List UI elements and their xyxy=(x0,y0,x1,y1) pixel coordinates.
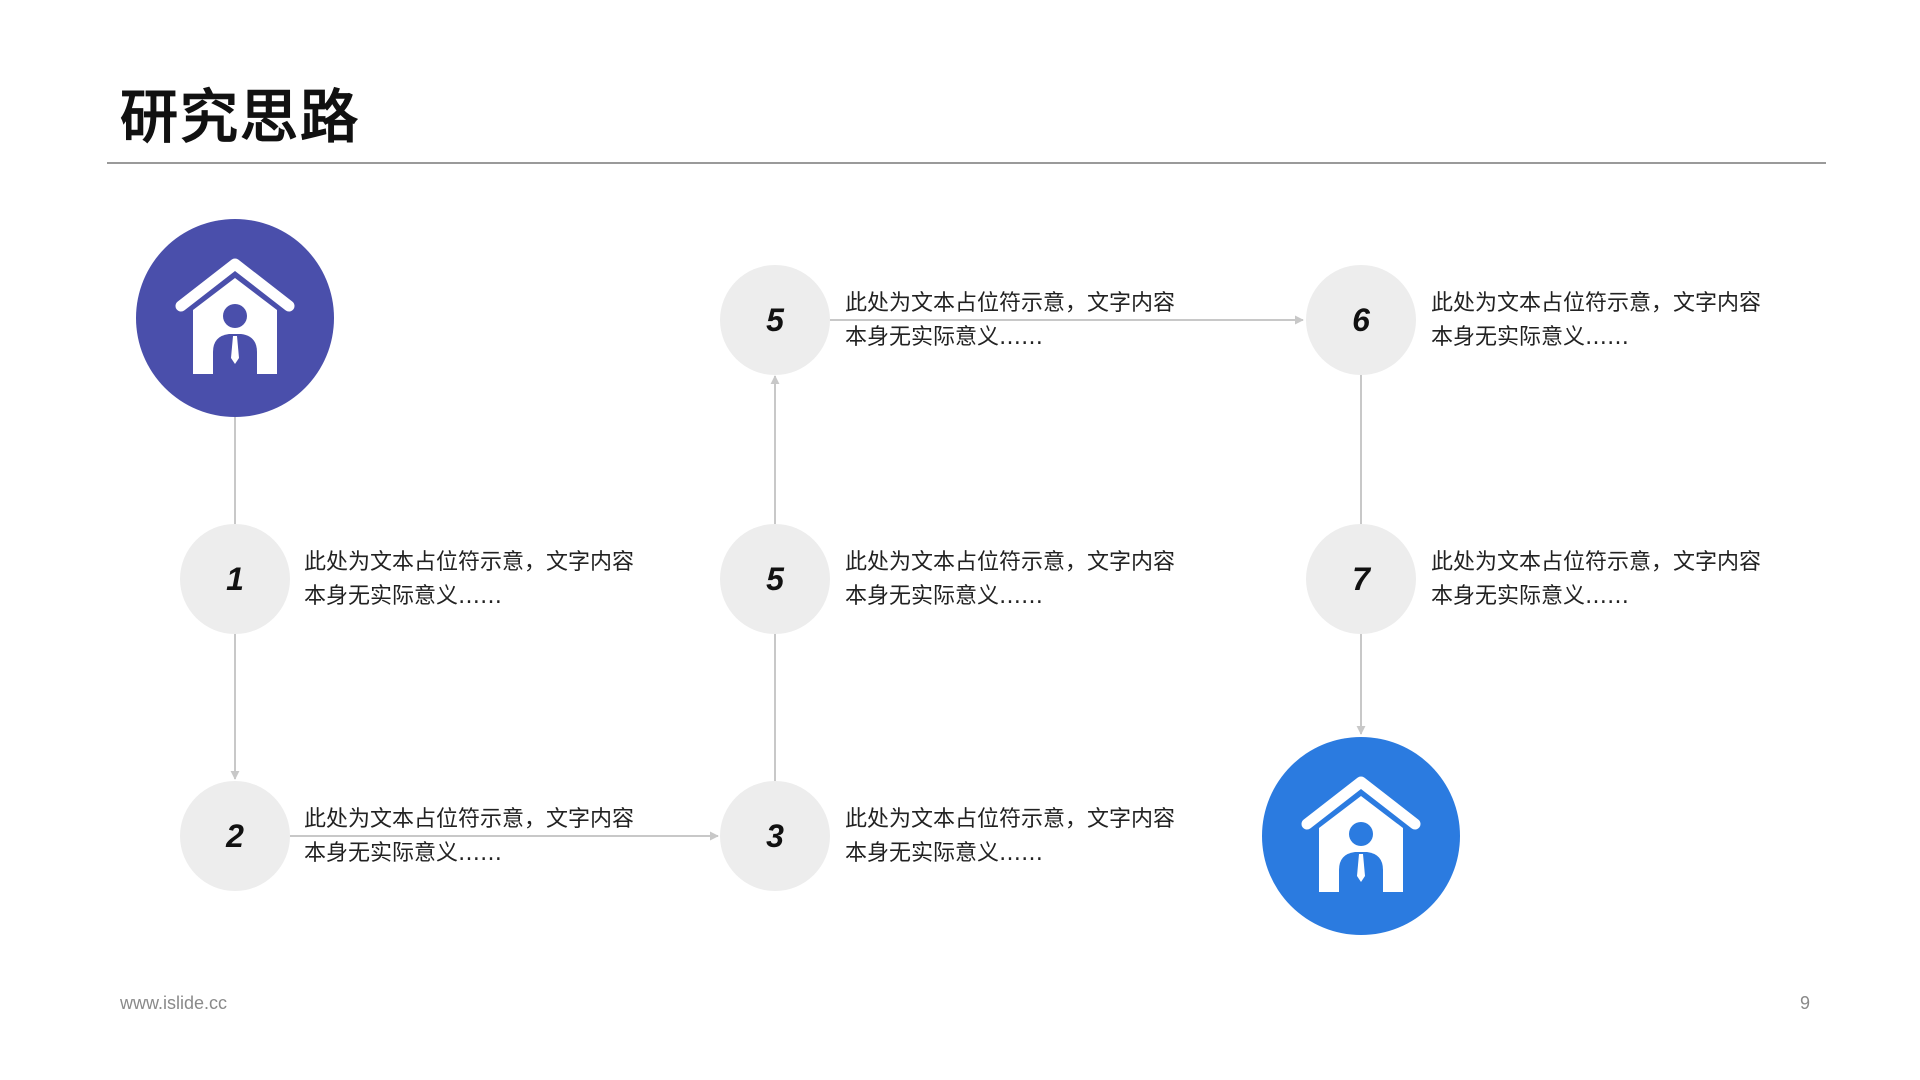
house-person-icon xyxy=(175,258,295,374)
step-5-top-text: 此处为文本占位符示意，文字内容 本身无实际意义…… xyxy=(845,287,1205,355)
step-1-text: 此处为文本占位符示意，文字内容 本身无实际意义…… xyxy=(304,546,664,614)
step-2-text: 此处为文本占位符示意，文字内容 本身无实际意义…… xyxy=(304,803,664,871)
end-node xyxy=(1262,737,1460,935)
step-3-line1: 此处为文本占位符示意，文字内容 xyxy=(845,807,1176,832)
step-1-circle: 1 xyxy=(180,524,290,634)
page-number: 9 xyxy=(1799,993,1810,1013)
step-5-middle-circle: 5 xyxy=(720,524,830,634)
page-title: 研究思路 xyxy=(120,83,361,151)
step-5-top-line2: 本身无实际意义…… xyxy=(845,325,1044,350)
step-6-text: 此处为文本占位符示意，文字内容 本身无实际意义…… xyxy=(1431,287,1791,355)
step-7-line2: 本身无实际意义…… xyxy=(1431,584,1630,609)
step-7-circle: 7 xyxy=(1306,524,1416,634)
step-5-top-circle: 5 xyxy=(720,265,830,375)
step-6-line1: 此处为文本占位符示意，文字内容 xyxy=(1431,291,1762,316)
title-divider xyxy=(107,162,1826,164)
step-5-top-line1: 此处为文本占位符示意，文字内容 xyxy=(845,291,1176,316)
step-6-line2: 本身无实际意义…… xyxy=(1431,325,1630,350)
start-node xyxy=(136,219,334,417)
step-1-line1: 此处为文本占位符示意，文字内容 xyxy=(304,550,635,575)
step-2-line2: 本身无实际意义…… xyxy=(304,841,503,866)
footer-url: www.islide.cc xyxy=(120,993,228,1013)
step-7-text: 此处为文本占位符示意，文字内容 本身无实际意义…… xyxy=(1431,546,1791,614)
house-person-icon xyxy=(1301,776,1421,892)
step-3-text: 此处为文本占位符示意，文字内容 本身无实际意义…… xyxy=(845,803,1205,871)
step-5-middle-line2: 本身无实际意义…… xyxy=(845,584,1044,609)
step-7-line1: 此处为文本占位符示意，文字内容 xyxy=(1431,550,1762,575)
step-1-line2: 本身无实际意义…… xyxy=(304,584,503,609)
step-5-middle-text: 此处为文本占位符示意，文字内容 本身无实际意义…… xyxy=(845,546,1205,614)
step-2-line1: 此处为文本占位符示意，文字内容 xyxy=(304,807,635,832)
step-5-middle-line1: 此处为文本占位符示意，文字内容 xyxy=(845,550,1176,575)
step-3-circle: 3 xyxy=(720,781,830,891)
step-2-circle: 2 xyxy=(180,781,290,891)
step-3-line2: 本身无实际意义…… xyxy=(845,841,1044,866)
step-6-circle: 6 xyxy=(1306,265,1416,375)
